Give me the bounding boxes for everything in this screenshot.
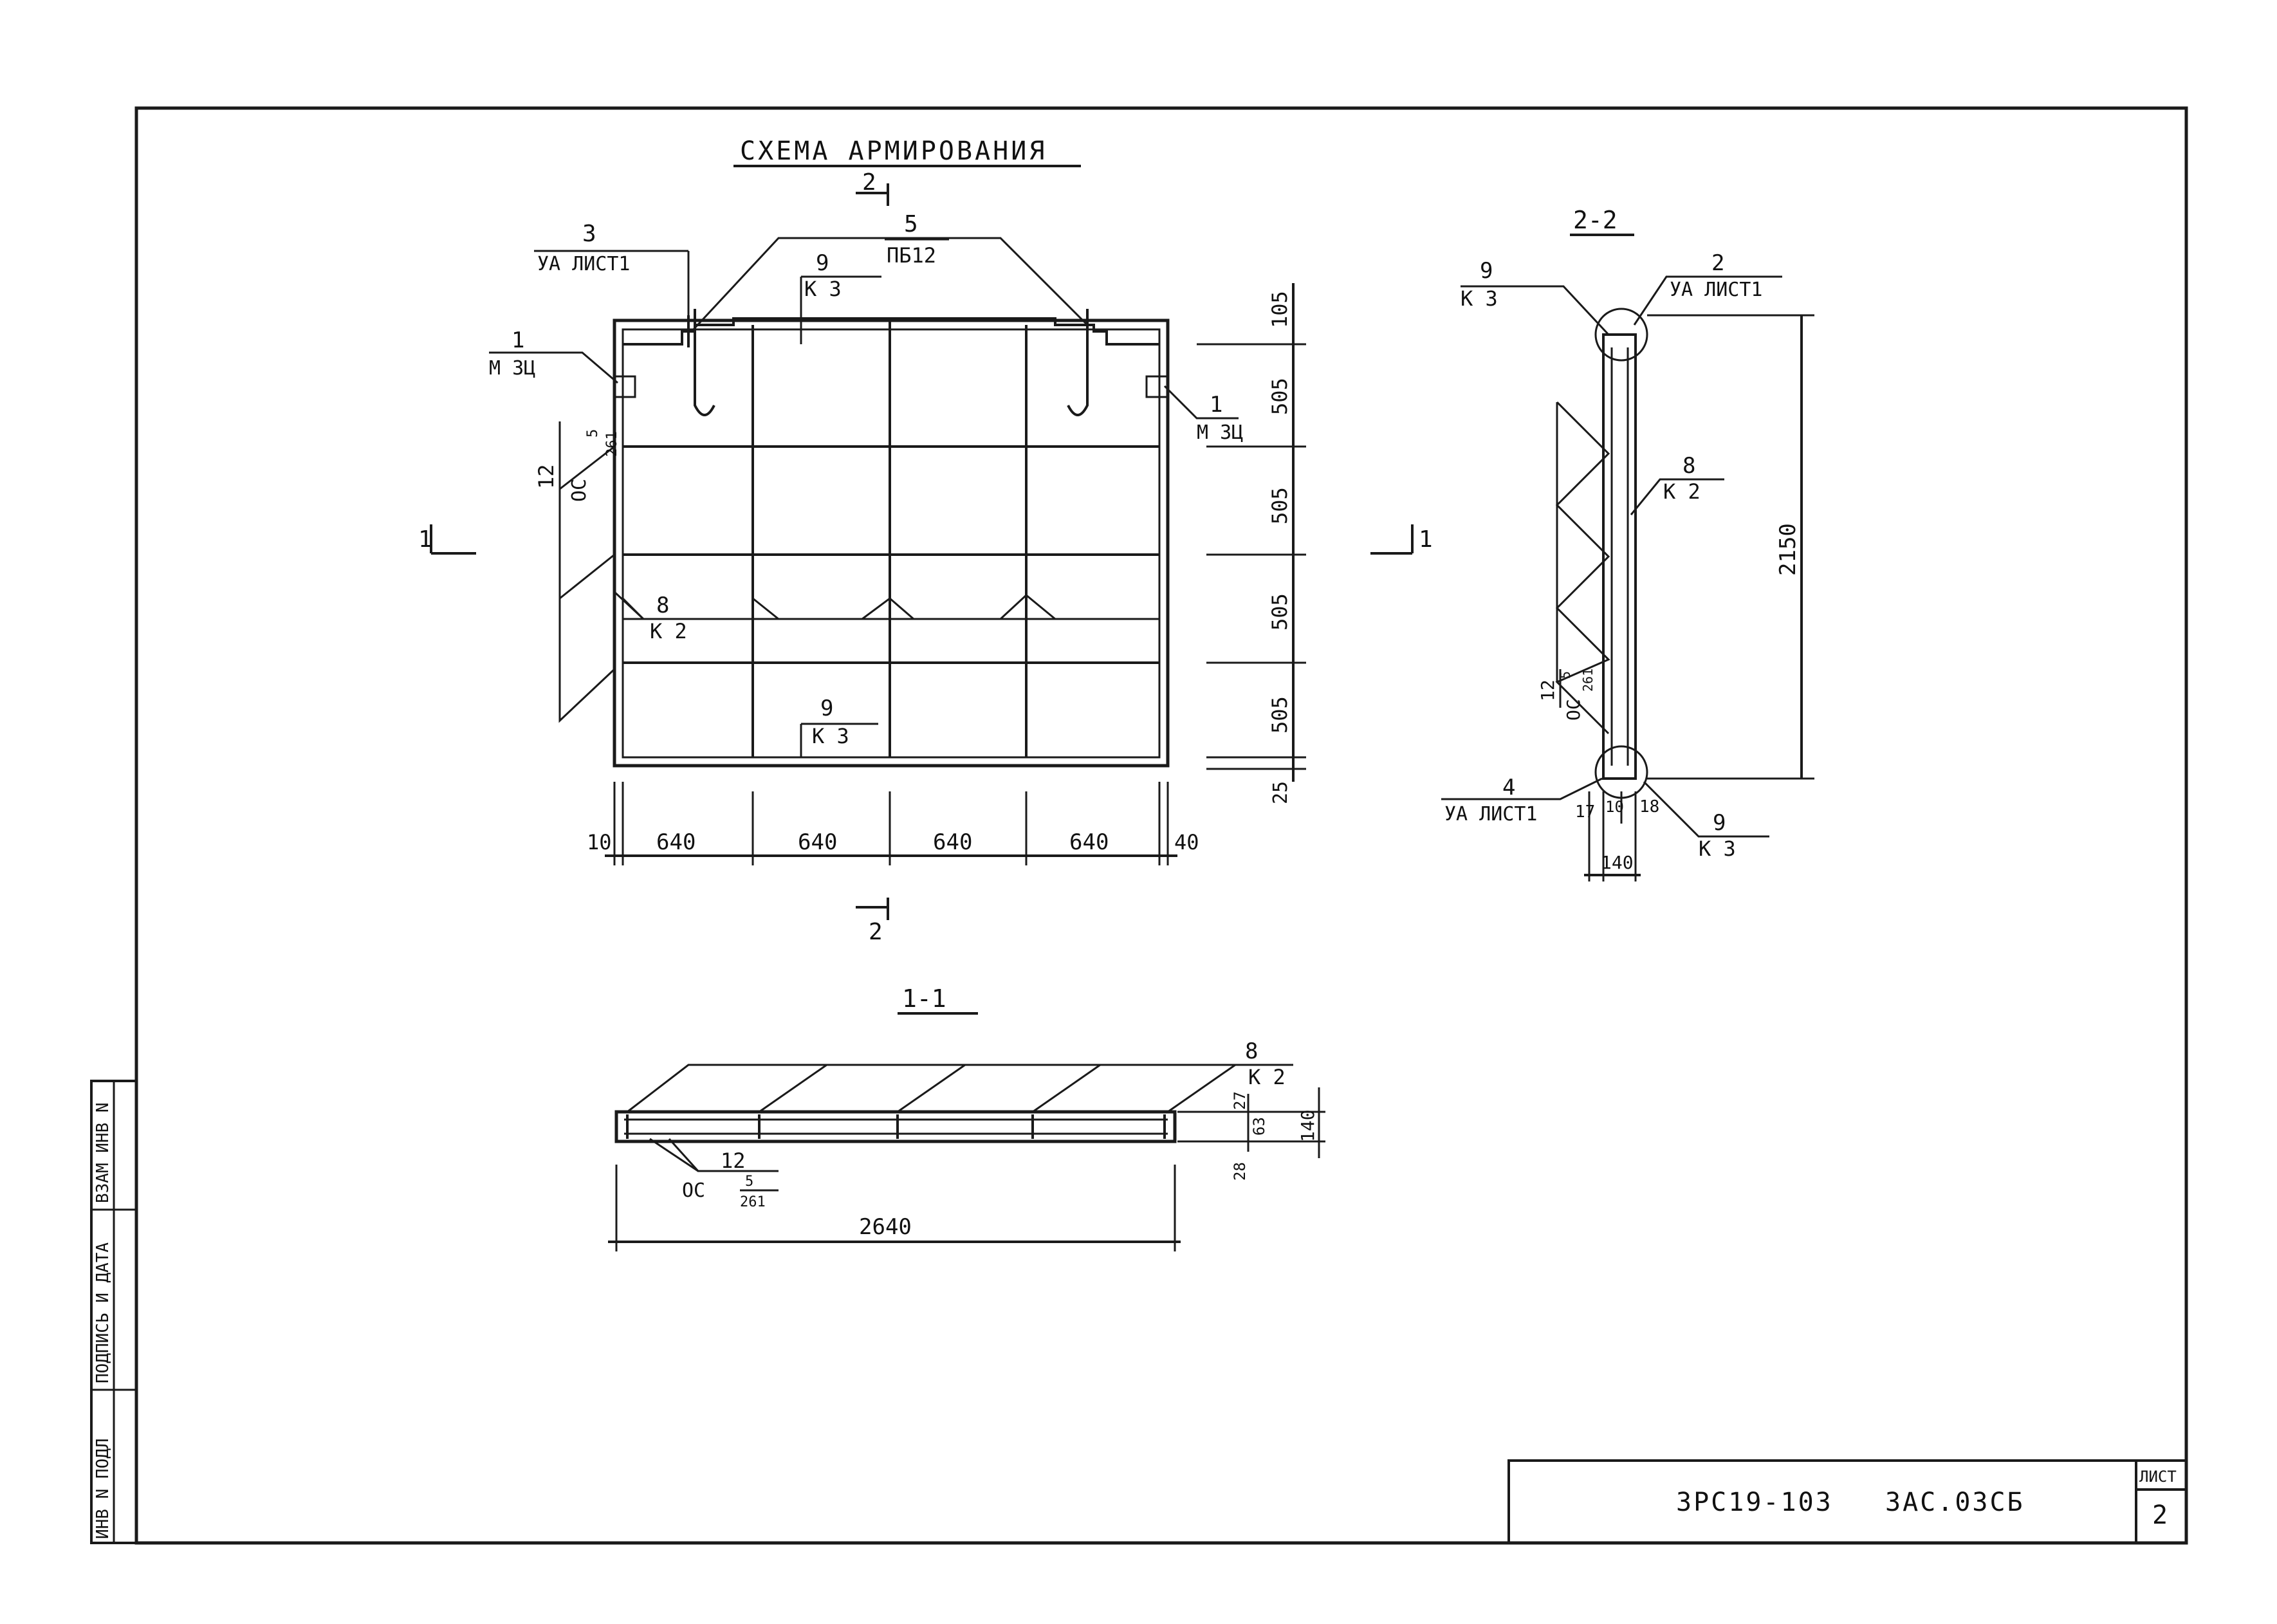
callout-12-frac-top: 5 — [585, 429, 601, 438]
s22-callout-12-frac-top: 5 — [1558, 671, 1573, 679]
s22-dim-width: 140 — [1601, 852, 1634, 873]
s11-dim-right-2: 28 — [1231, 1162, 1249, 1181]
s11-callout-12-frac-bot: 261 — [740, 1194, 766, 1210]
callout-12-number: 12 — [534, 464, 558, 489]
side-stamp-label-2: ПОДПИСЬ И ДАТА — [93, 1242, 113, 1383]
plan-dim-bottom-5: 40 — [1174, 830, 1199, 854]
section-1-1-body — [614, 1110, 1177, 1143]
title-block: 3РС19-103 3АС.03СБ ЛИСТ 2 — [1507, 1459, 2186, 1543]
s11-dim-right-1: 63 — [1250, 1117, 1268, 1136]
callout-5-text: ПБ12 — [887, 243, 936, 268]
s22-callout-4-number: 4 — [1502, 775, 1515, 800]
section-2-2-circle-top — [1594, 308, 1648, 362]
s22-callout-12-frac-bot: 261 — [1580, 669, 1596, 692]
lifting-loop-left — [694, 309, 715, 416]
s22-callout-9-top-text: К 3 — [1461, 286, 1498, 311]
sheet-number: 2 — [2152, 1500, 2168, 1530]
s22-dim-bottom-1: 10 — [1605, 798, 1624, 816]
section-2-2-ties — [1555, 401, 1610, 735]
s22-callout-8-number: 8 — [1682, 453, 1695, 479]
cut-mark-1-right: 1 — [1419, 526, 1433, 553]
s22-dim-height: 2150 — [1775, 523, 1801, 576]
plan-view: 5 ПБ12 3 УА ЛИСТ1 9 К 3 1 М 3Ц 1 М 3Ц 12… — [418, 169, 1433, 945]
document-code: 3РС19-103 3АС.03СБ — [1676, 1488, 2025, 1517]
sheet-label: ЛИСТ — [2139, 1468, 2177, 1486]
plan-top-bar — [623, 317, 1159, 346]
s22-callout-8-text: К 2 — [1663, 479, 1701, 504]
s11-dim-right-0: 27 — [1231, 1091, 1249, 1110]
s22-callout-2-number: 2 — [1711, 250, 1724, 276]
cut-mark-2-bottom: 2 — [869, 919, 883, 945]
s11-dim-length: 2640 — [859, 1214, 912, 1240]
section-1-1-title: 1-1 — [902, 984, 946, 1013]
plan-dim-right-4: 505 — [1268, 696, 1292, 734]
callout-9-bottom-text: К 3 — [812, 724, 849, 748]
callout-3-number: 3 — [582, 221, 596, 247]
plan-dim-bottom-2: 640 — [798, 829, 837, 855]
s22-callout-12-text: ОС — [1563, 699, 1584, 721]
lifting-loop-right — [1067, 309, 1089, 416]
cut-mark-2-top: 2 — [862, 169, 876, 196]
side-stamp-label-3: ИНВ N ПОДЛ — [93, 1438, 113, 1539]
cut-mark-1-left: 1 — [418, 526, 432, 553]
callout-1-right-number: 1 — [1210, 392, 1222, 418]
s11-dim-total: 140 — [1297, 1109, 1318, 1142]
s22-callout-9-top-number: 9 — [1480, 258, 1493, 284]
callout-5-number: 5 — [904, 211, 918, 237]
plan-dim-right-1: 505 — [1268, 378, 1292, 415]
callout-1-left-number: 1 — [512, 328, 524, 353]
s22-callout-12-number: 12 — [1537, 679, 1558, 701]
side-stamp: ВЗАМ ИНВ N ПОДПИСЬ И ДАТА ИНВ N ПОДЛ — [90, 1080, 138, 1544]
callout-9-bottom-number: 9 — [820, 696, 833, 721]
s11-callout-12-text: ОС — [682, 1179, 705, 1202]
plan-dim-bottom-1: 640 — [656, 829, 696, 855]
callout-9-top-text: К 3 — [804, 277, 842, 301]
plan-dim-right-5: 25 — [1269, 781, 1292, 804]
section-2-2-body — [1602, 333, 1637, 780]
plan-dim-right-2: 505 — [1268, 487, 1292, 524]
callout-1-left-text: М 3Ц — [489, 357, 535, 380]
plan-dim-bottom-4: 640 — [1069, 829, 1109, 855]
section-1-1: 1-1 8 К 2 12 ОС 5 261 27 63 28 — [608, 984, 1325, 1251]
s11-callout-8-number: 8 — [1245, 1038, 1258, 1064]
drawing-title: СХЕМА АРМИРОВАНИЯ — [740, 136, 1047, 166]
section-2-2-title: 2-2 — [1573, 206, 1618, 234]
s22-callout-9-bottom-text: К 3 — [1699, 836, 1736, 861]
s22-callout-9-bottom-number: 9 — [1713, 810, 1726, 836]
s22-callout-2-text: УА ЛИСТ1 — [1670, 279, 1763, 301]
callout-8-number: 8 — [656, 593, 669, 618]
s11-callout-12-frac-top: 5 — [745, 1174, 753, 1190]
plan-link — [752, 594, 1056, 620]
embedded-plate-right — [1145, 375, 1168, 398]
side-stamp-label-1: ВЗАМ ИНВ N — [93, 1102, 113, 1203]
callout-12-frac-bot: 261 — [604, 431, 620, 457]
callout-9-top-number: 9 — [816, 250, 829, 276]
callout-1-right-text: М 3Ц — [1197, 421, 1243, 444]
callout-8-text: К 2 — [650, 619, 687, 643]
embedded-plate-left — [613, 375, 636, 398]
callout-3-text: УА ЛИСТ1 — [537, 253, 631, 275]
s11-callout-8-text: К 2 — [1248, 1065, 1286, 1089]
s11-callout-12-number: 12 — [721, 1149, 746, 1173]
plan-dim-right-0: 105 — [1268, 291, 1292, 328]
callout-12-text: ОС — [568, 479, 591, 502]
sheet-frame — [134, 106, 2188, 1545]
callout-5-leader — [690, 237, 1089, 333]
s22-callout-4-text: УА ЛИСТ1 — [1444, 803, 1538, 826]
plan-dim-bottom-3: 640 — [933, 829, 972, 855]
s22-dim-bottom-0: 17 — [1575, 802, 1595, 822]
section-2-2: 2-2 9 К 3 2 УА ЛИСТ1 8 К 2 12 ОС 5 261 4… — [1441, 206, 1814, 881]
plan-dim-right-3: 505 — [1268, 593, 1292, 631]
plan-dim-bottom-0: 10 — [587, 830, 612, 854]
s22-dim-bottom-2: 18 — [1639, 797, 1659, 817]
